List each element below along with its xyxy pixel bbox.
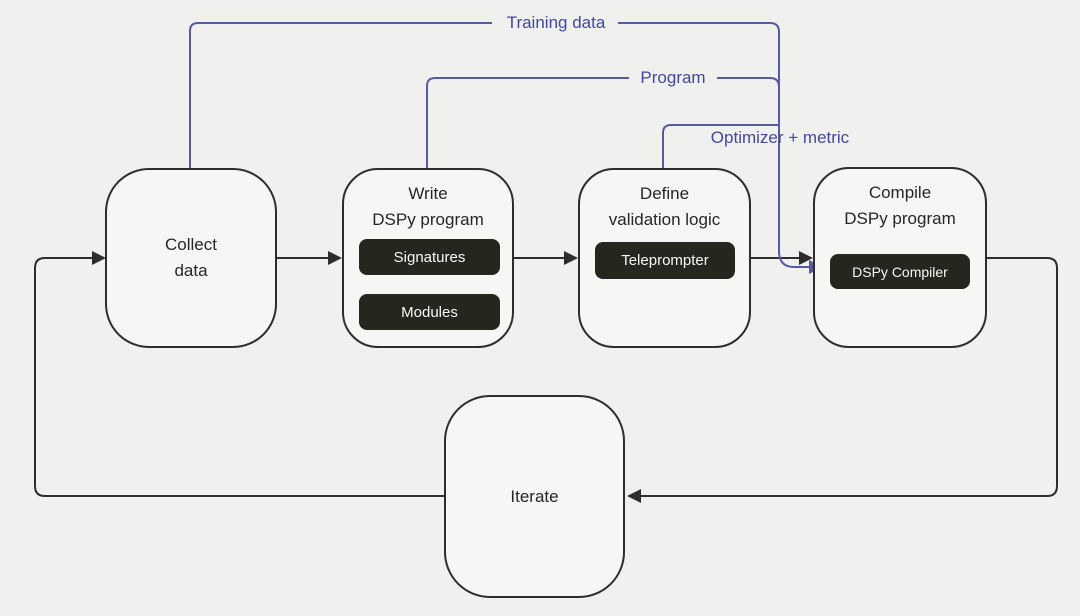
node-collect-data: Collect data — [105, 168, 277, 348]
node-title: Collect data — [165, 232, 217, 284]
edge-label-program: Program — [640, 68, 706, 87]
node-title: Define validation logic — [609, 181, 721, 233]
badge-dspy-compiler: DSPy Compiler — [830, 254, 970, 289]
node-title: Iterate — [510, 484, 558, 510]
node-write-dspy-program: Write DSPy program Signatures Modules — [342, 168, 514, 348]
node-title: Write DSPy program — [372, 181, 483, 233]
arrowhead-into-iterate — [627, 489, 641, 503]
node-iterate: Iterate — [444, 395, 625, 598]
badge-modules: Modules — [359, 294, 500, 330]
edge-program-right — [717, 77, 780, 88]
edge-program-left — [426, 77, 629, 168]
edge-training-data-left — [189, 22, 492, 168]
edge-blue-into-compiler — [778, 30, 809, 268]
node-compile-dspy-program: Compile DSPy program DSPy Compiler — [813, 167, 987, 348]
node-title: Compile DSPy program — [844, 180, 955, 232]
edge-iterate-to-collect — [34, 257, 444, 497]
node-title-line: Define — [639, 184, 690, 203]
edge-training-data-right — [618, 22, 780, 33]
badge-teleprompter: Teleprompter — [595, 242, 735, 279]
node-title-line: Compile — [868, 183, 932, 202]
edge-label-training-data: Training data — [506, 13, 606, 32]
edge-compile-to-iterate — [641, 257, 1058, 497]
node-title-line: validation logic — [608, 210, 721, 229]
node-title-line: DSPy program — [844, 209, 956, 228]
arrowhead-into-compile — [799, 251, 813, 265]
arrowhead-into-write — [328, 251, 342, 265]
edge-label-optimizer-metric: Optimizer + metric — [710, 128, 850, 147]
arrowhead-into-collect — [92, 251, 106, 265]
node-title-line: DSPy program — [372, 210, 484, 229]
node-title-line: Write — [408, 184, 448, 203]
node-title-line: Collect — [165, 235, 217, 254]
badge-signatures: Signatures — [359, 239, 500, 275]
node-define-validation-logic: Define validation logic Teleprompter — [578, 168, 751, 348]
node-title-line: Iterate — [510, 486, 559, 506]
node-title-line: data — [174, 261, 208, 280]
edge-optimizer-metric — [662, 124, 778, 168]
arrowhead-into-define — [564, 251, 578, 265]
